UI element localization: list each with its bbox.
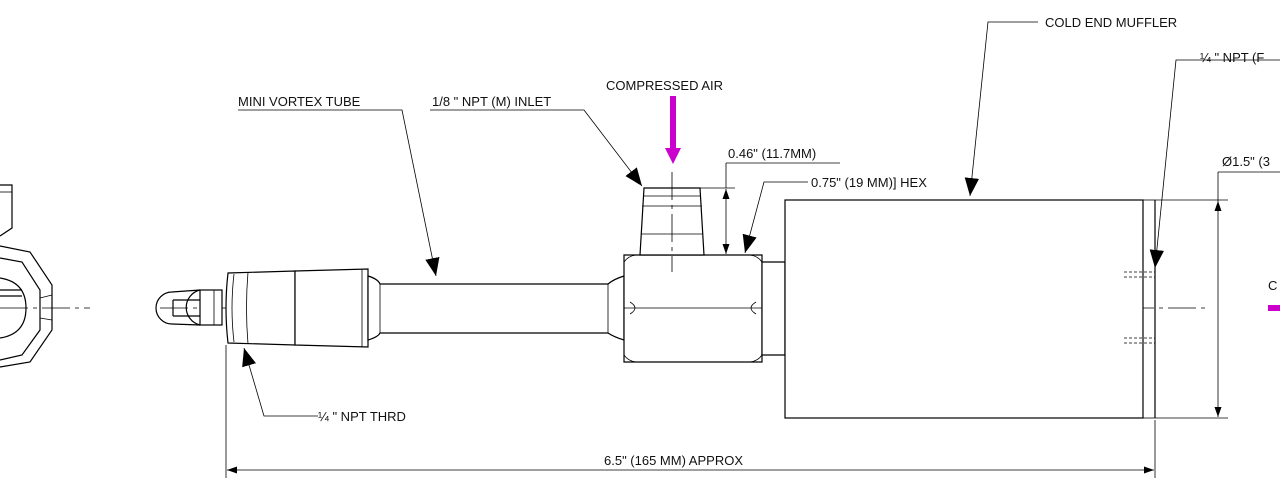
label-mini-vortex-tube: MINI VORTEX TUBE <box>238 94 361 109</box>
label-hex: 0.75" (19 MM)] HEX <box>811 175 927 190</box>
label-compressed-air: COMPRESSED AIR <box>606 78 723 93</box>
label-npt-female: ¼ " NPT (F <box>1200 50 1264 65</box>
hot-end-collar <box>225 268 369 348</box>
label-inlet-height: 0.46" (11.7MM) <box>728 146 816 161</box>
cold-air-arrow <box>1268 305 1280 311</box>
leader-inlet <box>430 109 643 187</box>
dim-overall-length <box>225 345 1156 478</box>
leader-npt-female <box>1149 59 1280 269</box>
label-cold-side: C <box>1268 278 1277 293</box>
label-diameter: Ø1.5" (3 <box>1222 154 1270 169</box>
dim-inlet-height <box>700 162 840 256</box>
leader-mini-vortex-tube <box>238 109 440 277</box>
end-view <box>0 184 90 368</box>
label-inlet: 1/8 " NPT (M) INLET <box>432 94 551 109</box>
compressed-air-arrow <box>665 96 681 164</box>
dim-diameter <box>1155 171 1280 419</box>
hot-end-valve <box>155 289 223 326</box>
tube-body <box>367 275 625 341</box>
leader-cold-end-muffler <box>964 21 1038 197</box>
label-cold-end-muffler: COLD END MUFFLER <box>1045 15 1177 30</box>
inlet-fitting <box>639 172 705 272</box>
hex-body <box>623 254 786 363</box>
cold-end-muffler <box>784 199 1156 419</box>
leader-npt-thread <box>242 347 318 417</box>
leader-hex <box>742 181 808 254</box>
label-npt-thread: ¼ " NPT THRD <box>318 409 406 424</box>
label-overall-length: 6.5" (165 MM) APPROX <box>604 453 743 468</box>
